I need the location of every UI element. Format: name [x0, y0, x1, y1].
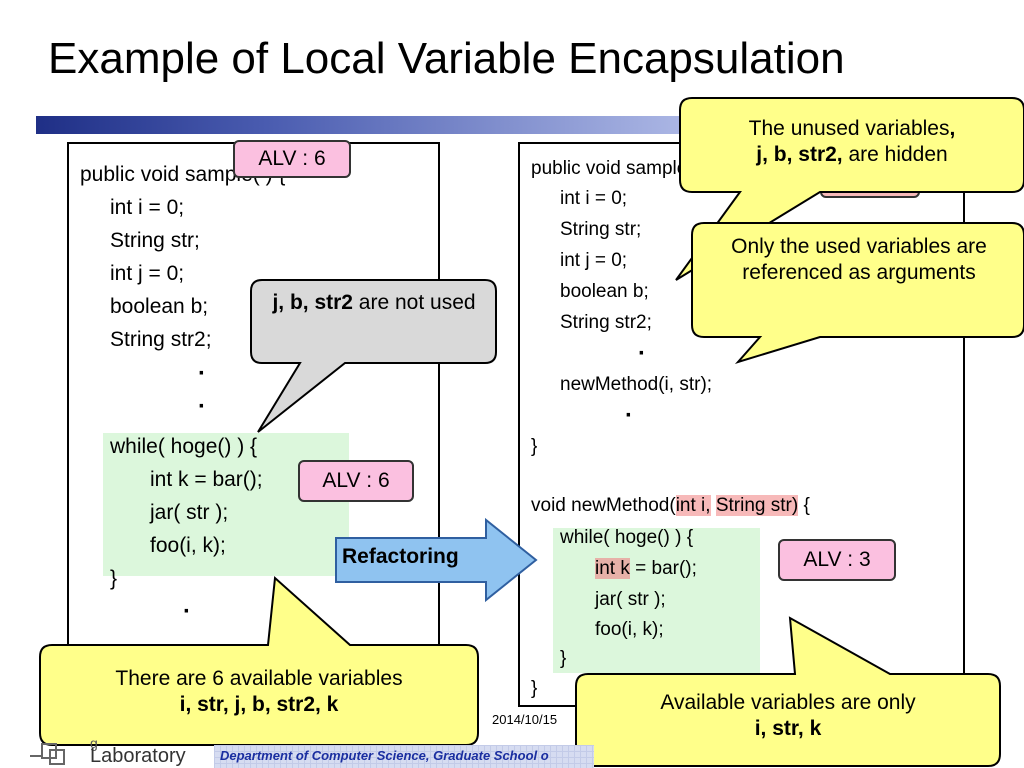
slide-date: 2014/10/15 [492, 712, 558, 727]
callout-not-used-shape [250, 279, 497, 433]
title-bar [36, 116, 696, 134]
left-decl-str: String str; [110, 229, 200, 252]
param-string-str: String str) [715, 495, 799, 516]
not-used-variables: j, b, str2 [272, 291, 353, 314]
left-dot-1: · [198, 360, 206, 387]
right-call: newMethod(i, str); [560, 374, 713, 395]
alv-new-method-tag: ALV : 3 [778, 539, 896, 581]
only-line2: i, str, k [754, 717, 822, 741]
left-while: while( hoge() ) { [110, 435, 258, 458]
right-decl-str2: String str2; [560, 312, 652, 333]
right-decl-j: int j = 0; [560, 250, 628, 271]
callout-only-shape [575, 616, 1001, 767]
k-assign: = bar(); [629, 558, 697, 579]
callout-used-args-shape [691, 222, 1024, 364]
right-dot-2: · [625, 402, 633, 429]
left-dot-3: · [183, 598, 191, 625]
right-while-highlight [553, 528, 760, 673]
right-while: while( hoge() ) { [560, 527, 694, 548]
right-body-foo: foo(i, k); [595, 619, 664, 640]
available-line1: There are 6 available variables [115, 667, 403, 690]
left-decl-j: int j = 0; [110, 262, 185, 285]
left-decl-i: int i = 0; [110, 196, 185, 219]
param-int-i: int i, [675, 495, 711, 516]
right-body-k: int k = bar(); [595, 558, 697, 580]
lab-logo-icon [30, 743, 65, 765]
refactoring-arrow-shape [335, 517, 538, 603]
hidden-line1: The unused variables [748, 117, 950, 140]
method-prefix: void newMethod( [531, 495, 676, 516]
right-body-jar: jar( str ); [595, 589, 666, 610]
right-decl-b: boolean b; [560, 281, 649, 302]
right-decl-i: int i = 0; [560, 188, 628, 209]
footer-bar [214, 745, 594, 768]
k-declaration: int k [595, 558, 630, 579]
left-while-highlight [103, 433, 349, 576]
alv-while-tag: ALV : 6 [298, 460, 414, 502]
footer-department: Department of Computer Science, Graduate… [220, 748, 549, 763]
left-body-jar: jar( str ); [150, 501, 229, 524]
left-decl-b: boolean b; [110, 295, 209, 318]
right-signature: public void sample( ) { [531, 158, 717, 179]
callout-available-shape [39, 575, 479, 746]
method-suffix: { [798, 495, 810, 516]
right-dot-1: · [638, 340, 646, 367]
slide-title: Example of Local Variable Encapsulation [48, 34, 845, 83]
right-method-close: } [531, 436, 538, 457]
hidden-line1-comma: , [949, 117, 956, 140]
left-body-k: int k = bar(); [150, 468, 263, 491]
right-new-method-signature: void newMethod(int i, String str) { [531, 495, 810, 517]
left-body-foo: foo(i, k); [150, 534, 226, 557]
refactoring-label: Refactoring [342, 545, 459, 568]
not-used-rest: are not used [352, 291, 476, 314]
alv-method-tag: ALV : 6 [233, 140, 351, 178]
callout-hidden-text: The unused variables, j, b, str2, are hi… [684, 116, 1020, 169]
only-line1: Available variables are only [660, 691, 916, 714]
right-new-method-close: } [531, 678, 538, 699]
lab-name: Laboratory [90, 745, 186, 767]
left-dot-2: · [198, 393, 206, 420]
right-decl-str: String str; [560, 219, 642, 240]
hidden-rest: are hidden [842, 143, 948, 167]
callout-only-text: Available variables are only i, str, k [580, 690, 996, 743]
hidden-variables: j, b, str2, [756, 143, 843, 167]
callout-used-args-text: Only the used variables are referenced a… [731, 235, 987, 285]
callout-available-text: There are 6 available variables i, str, … [44, 666, 474, 719]
lab-name-partial: g [90, 735, 98, 751]
left-while-close: } [110, 567, 118, 590]
right-while-close: } [560, 648, 567, 669]
available-line2: i, str, j, b, str2, k [179, 693, 339, 717]
callout-not-used-text: j, b, str2 are not used [258, 290, 490, 316]
left-decl-str2: String str2; [110, 328, 212, 351]
